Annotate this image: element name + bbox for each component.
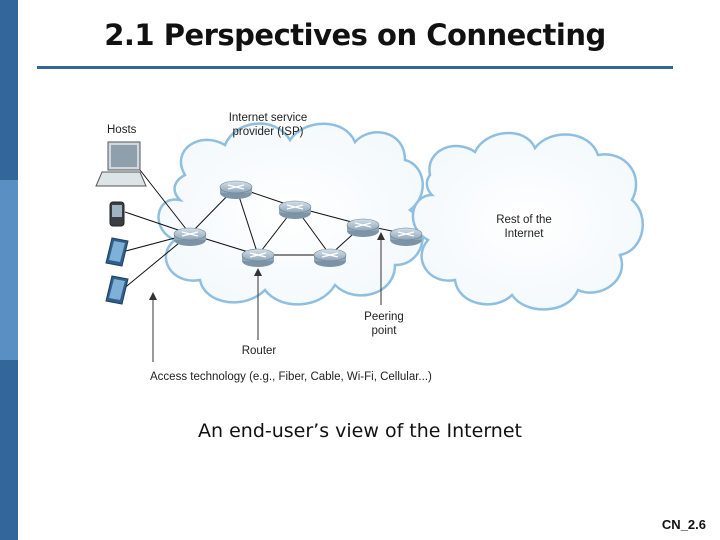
hosts-label: Hosts <box>107 124 137 136</box>
tablet-icon <box>105 237 129 267</box>
slide-sidebar-bar <box>0 0 18 540</box>
tablet-icon <box>105 275 129 305</box>
peering-label-line2: point <box>372 325 398 337</box>
rest-label-line1: Rest of the <box>496 214 552 226</box>
router <box>389 227 423 246</box>
figure-caption: An end-user’s view of the Internet <box>198 420 522 442</box>
isp-label-line2: provider (ISP) <box>233 126 304 138</box>
router <box>278 200 312 219</box>
peering-label-line1: Peering <box>364 311 404 323</box>
laptop-icon <box>95 141 147 187</box>
router <box>173 227 207 246</box>
access-technology-label: Access technology (e.g., Fiber, Cable, W… <box>150 371 432 383</box>
smartphone-icon <box>109 201 125 227</box>
router <box>219 180 253 199</box>
title-underline <box>37 66 673 69</box>
rest-of-internet-cloud <box>411 131 644 311</box>
slide-title: 2.1 Perspectives on Connecting <box>104 18 606 52</box>
router-label: Router <box>242 345 277 357</box>
rest-label-line2: Internet <box>505 228 545 240</box>
slide-number: CN_2.6 <box>661 517 706 532</box>
sidebar-highlight <box>0 180 18 360</box>
isp-label-line1: Internet service <box>229 112 308 124</box>
annotation-arrows <box>149 232 385 362</box>
router <box>313 248 347 267</box>
router <box>241 248 275 267</box>
router <box>346 218 380 237</box>
